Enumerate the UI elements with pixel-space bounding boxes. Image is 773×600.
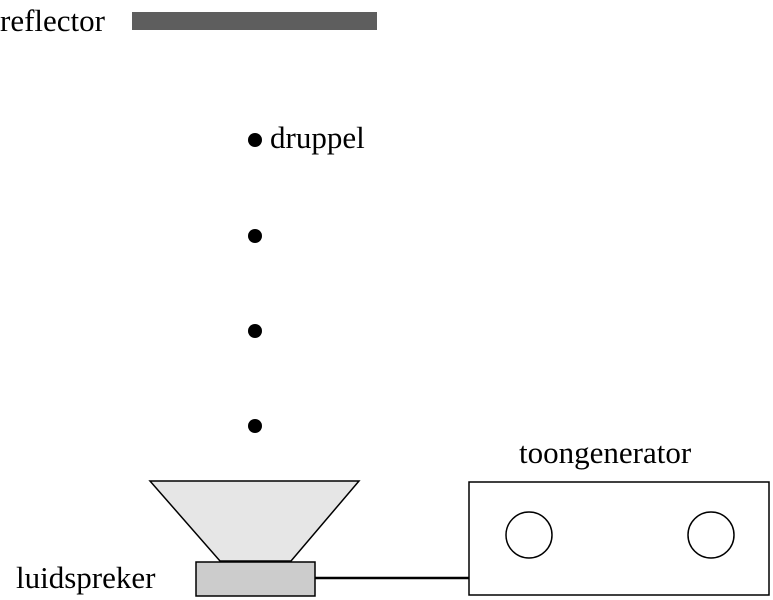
- droplet: [248, 133, 262, 147]
- loudspeaker-body: [195, 561, 316, 597]
- droplet: [248, 419, 262, 433]
- droplet-label: druppel: [270, 120, 365, 155]
- tone-generator-knob-right: [687, 511, 735, 559]
- tone-generator-label: toongenerator: [519, 435, 692, 470]
- droplet: [248, 324, 262, 338]
- tone-generator-knob-left: [505, 511, 553, 559]
- reflector-plate: [132, 12, 377, 30]
- droplet: [248, 229, 262, 243]
- reflector-label: reflector: [0, 3, 106, 38]
- loudspeaker-horn: [148, 480, 361, 562]
- loudspeaker-label: luidspreker: [16, 560, 156, 595]
